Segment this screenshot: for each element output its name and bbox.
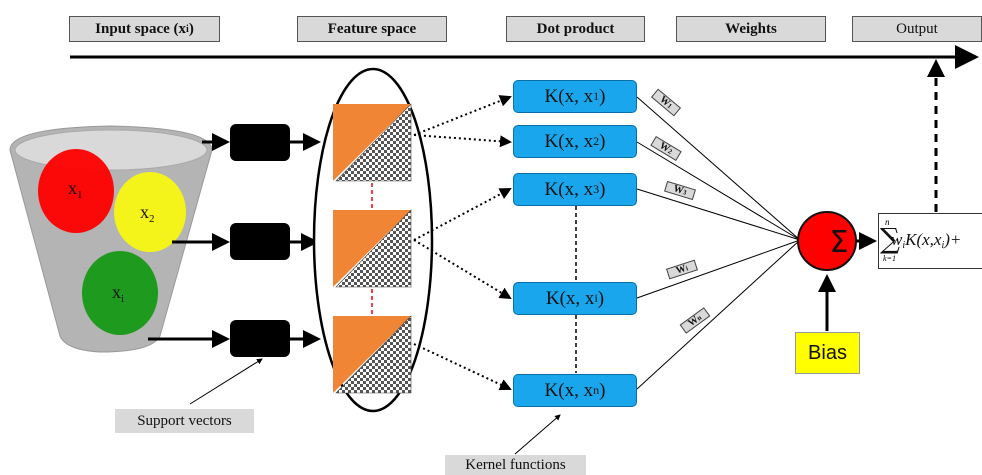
feature-map-3 bbox=[333, 315, 412, 394]
formula-lower: k=1 bbox=[883, 254, 896, 263]
header-weights: Weights bbox=[676, 16, 826, 42]
ball-x2 bbox=[114, 172, 186, 252]
dotted-arrow-k2 bbox=[413, 134, 512, 148]
bias-box: Bias bbox=[795, 332, 860, 374]
formula-body: wiK(x,xi)+ bbox=[891, 230, 962, 251]
support-vector-3 bbox=[230, 320, 290, 357]
output-formula: n ∑ k=1 wiK(x,xi)+ bbox=[878, 213, 982, 269]
kernel-functions-label: Kernel functions bbox=[445, 455, 586, 475]
support-vector-2 bbox=[230, 223, 290, 260]
ball-x2-label: x2 bbox=[140, 202, 155, 225]
feature-map-1 bbox=[333, 103, 412, 182]
weight-line-1 bbox=[636, 96, 801, 241]
kernel-functions-pointer bbox=[514, 414, 561, 455]
dotted-arrow-k3 bbox=[413, 188, 512, 241]
input-funnel bbox=[9, 125, 213, 353]
weight-line-i bbox=[636, 239, 801, 299]
dotted-arrow-kn bbox=[413, 343, 512, 391]
header-output: Output bbox=[852, 16, 982, 42]
formula-sigma: ∑ bbox=[880, 222, 900, 255]
support-vector-1 bbox=[230, 124, 290, 161]
ball-xi-label: xi bbox=[112, 282, 125, 305]
ball-xi bbox=[82, 251, 158, 335]
feature-map-2 bbox=[333, 209, 412, 288]
header-input-text: Input space (x bbox=[95, 20, 187, 37]
weight-line-n bbox=[636, 239, 801, 390]
header-input-close: ) bbox=[188, 20, 194, 37]
dotted-arrow-k1 bbox=[413, 95, 512, 136]
dotted-arrow-ki bbox=[413, 239, 512, 300]
header-dot-product: Dot product bbox=[506, 16, 645, 42]
header-feature-space: Feature space bbox=[297, 16, 447, 42]
weight-line-2 bbox=[636, 141, 801, 241]
formula-upper: n bbox=[885, 217, 890, 227]
header-input-sub: i bbox=[186, 23, 189, 35]
ball-x1 bbox=[38, 149, 114, 233]
support-vectors-pointer bbox=[189, 358, 263, 405]
support-vectors-label: Support vectors bbox=[115, 409, 254, 433]
sum-symbol: Σ bbox=[829, 225, 849, 260]
ball-x1-label: x1 bbox=[68, 178, 83, 201]
weight-line-3 bbox=[636, 188, 801, 241]
